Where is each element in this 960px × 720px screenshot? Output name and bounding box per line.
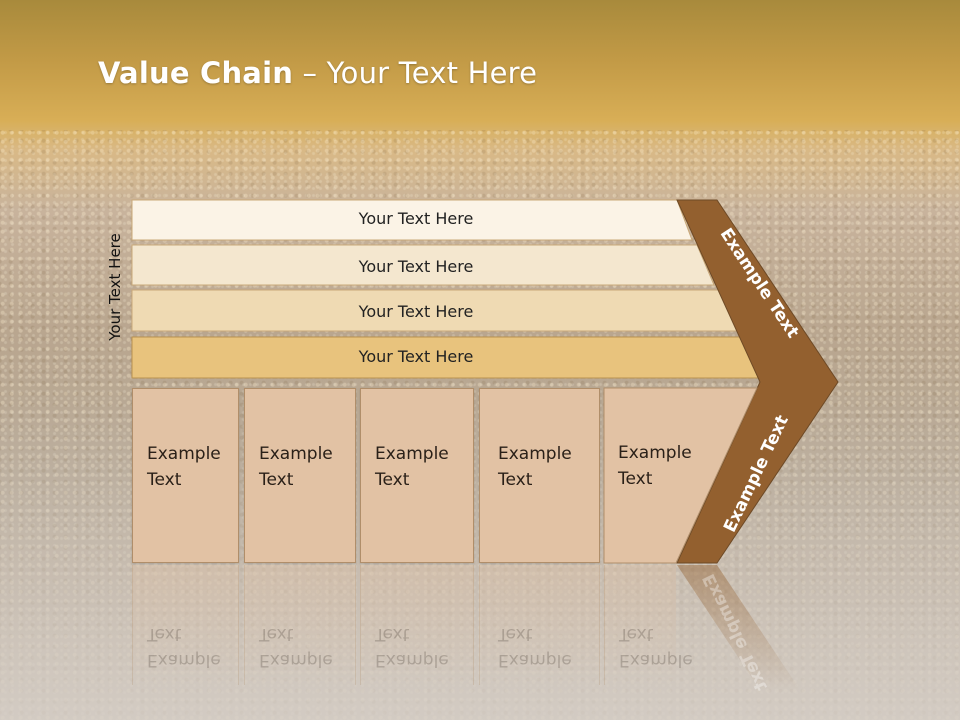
support-band-1 [131, 199, 693, 241]
primary-activity-1-line1: Example [147, 444, 221, 464]
support-band-2 [131, 244, 715, 286]
title-rest: – Your Text Here [293, 56, 538, 90]
margin-chevron [676, 199, 839, 564]
primary-activity-1-line2: Text [147, 470, 182, 490]
primary-activity-3-line1: Example [375, 444, 449, 464]
primary-activity-2-line2: Text [259, 470, 294, 490]
primary-activity-5-line2: Text [618, 469, 653, 489]
margin-chevron-reflection [677, 565, 800, 690]
primary-activity-3-line2: Text [375, 470, 410, 490]
primary-activity-4-line2: Text [498, 470, 533, 490]
slide-title: Value Chain – Your Text Here [98, 56, 537, 90]
title-bold: Value Chain [98, 56, 294, 90]
support-label-1: Your Text Here [358, 209, 474, 228]
support-label-4: Your Text Here [358, 347, 474, 366]
primary-activity-4-line1: Example [498, 444, 572, 464]
primary-activity-2-line1: Example [259, 444, 333, 464]
support-label-3: Your Text Here [358, 302, 474, 321]
primary-activity-5-line1: Example [618, 443, 692, 463]
support-label-2: Your Text Here [358, 257, 474, 276]
primary-activity-5-shape [603, 387, 758, 564]
